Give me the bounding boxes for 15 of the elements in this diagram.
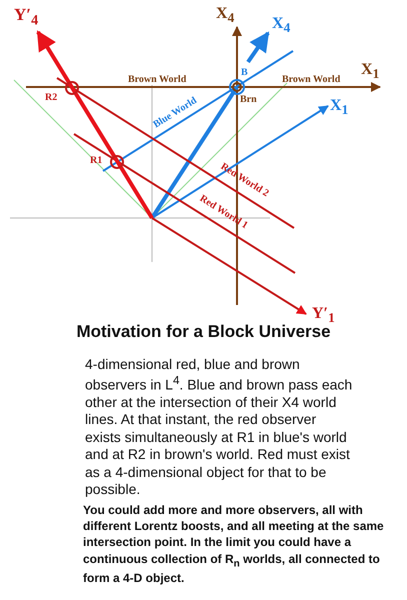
axis-label: Y′$_{1}$ [312,306,335,325]
point-label: R1 [90,156,102,166]
paragraph: 4-dimensional red, blue and brown observers in L$^{4}$. Blue and brown pass each other at the intersection of their X4 world lines. At that instant, the red observer exists simultaneously at R1 in blue's world and at R2 in brown's world. Red must exist as a 4-dimensional object for that to be possible. [85,356,354,499]
title: Motivation for a Block Universe [75,322,332,342]
world-label: Brown World [282,75,340,85]
point-label: Brn [240,95,257,105]
world-label: Brown World [128,75,186,85]
axis-label: Y′$_{4}$ [14,6,38,28]
axis-label: X$_{4}$ [216,6,234,25]
axis-label: X$_{1}$ [330,98,348,117]
point-label: R2 [45,93,58,103]
paragraph: You could add more and more observers, all with different Lorentz boosts, and all meeting at the same intersection point. In the limit you could have a continuous collection of R$_{n}$ worlds, all connected to form a 4-D object. [83,502,385,587]
axis-label: X$_{1}$ [361,62,380,81]
axis-label: X$_{4}$ [272,16,290,35]
point-label: B [241,68,248,78]
